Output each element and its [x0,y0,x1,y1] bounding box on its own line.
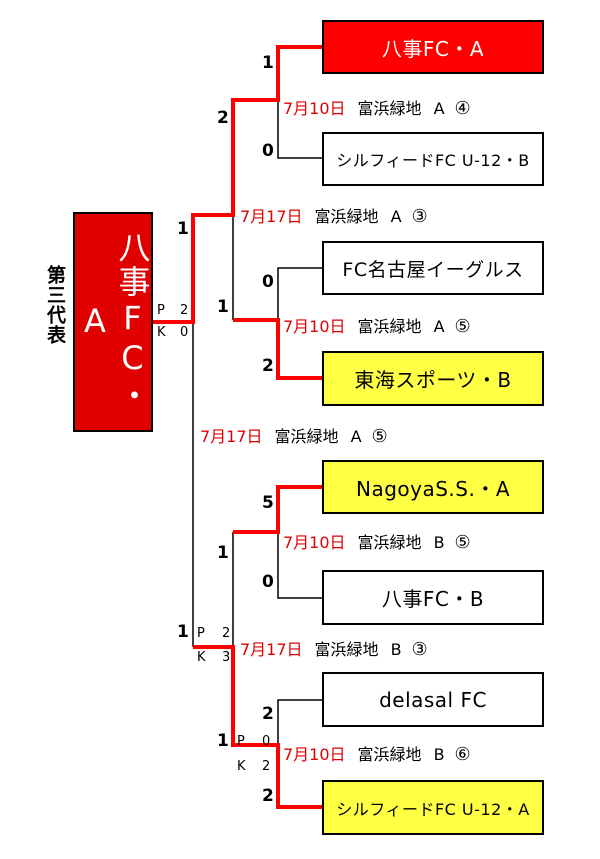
score-r1-m1-top: 1 [262,53,274,73]
team-box-fc-nagoya-eagles: FC名古屋イーグルス [322,241,544,295]
score-r2-m1-bot: 1 [217,297,229,317]
score-r1-m2-top: 0 [262,272,274,292]
score-r2-m1-top: 2 [217,108,229,128]
match-venue: 富浜緑地 [314,207,379,226]
line-yagoto-b [277,532,322,599]
match-court: A [433,317,445,336]
match-date: 7月10日 [283,533,346,552]
pk-final-k: K [157,325,166,340]
match-venue: 富浜緑地 [357,745,422,764]
line-delasal [277,699,322,745]
match-number: ③ [411,639,428,660]
team-box-tokai-sports-b: 東海スポーツ・B [322,351,544,406]
pk-r1-m4-k: K [237,759,246,774]
match-date: 7月10日 [283,99,346,118]
score-r2-m2-bot: 1 [217,731,229,751]
match-number: ⑤ [371,426,388,447]
match-venue: 富浜緑地 [274,427,339,446]
pk-semi2-top: 2 [222,626,231,641]
match-court: A [433,99,445,118]
match-venue: 富浜緑地 [357,317,422,336]
pk-final-p: P [157,303,165,318]
score-r1-m3-top: 5 [262,493,274,513]
match-court: A [390,207,402,226]
score-final-bot: 1 [177,622,189,642]
pk-semi2-bot: 3 [222,650,231,665]
team-box-nagoya-ss-a: NagoyaS.S.・A [322,460,544,514]
match-date: 7月17日 [240,640,303,659]
score-r1-m2-bot: 2 [262,356,274,376]
match-number: ⑥ [454,744,471,765]
match-venue: 富浜緑地 [357,99,422,118]
champion-box: 八事FC・A [73,212,153,432]
match-court: B [433,533,445,552]
match-number: ③ [411,206,428,227]
team-box-shilfeed-a: シルフィードFC U-12・A [322,780,544,835]
score-r1-m3-bot: 0 [262,572,274,592]
score-final-top: 1 [177,219,189,239]
match-number: ⑤ [454,532,471,553]
score-r1-m1-bot: 0 [262,141,274,161]
pk-r1-m4-p: P [237,734,245,749]
match-court: B [433,745,445,764]
match-date: 7月10日 [283,745,346,764]
team-box-yagoto-b: 八事FC・B [322,570,544,625]
match-court: B [390,640,402,659]
score-r2-m2-top: 1 [217,543,229,563]
match-date: 7月17日 [240,207,303,226]
match-number: ⑤ [454,316,471,337]
team-box-delasal: delasal FC [322,672,544,727]
win-line-shilfeed-a [193,645,322,809]
win-line-yagoto-a [153,45,322,324]
match-date: 7月17日 [200,427,263,446]
pk-r1-m4-top: 0 [262,734,271,749]
pk-semi2-k: K [197,650,206,665]
win-line-tokai [233,318,322,380]
match-date: 7月10日 [283,317,346,336]
pk-final-bot: 0 [180,325,189,340]
win-line-nagoya-ss [233,485,322,534]
match-venue: 富浜緑地 [357,533,422,552]
line-fc-nagoya [277,267,322,320]
team-box-yagoto-a: 八事FC・A [322,20,544,74]
score-r1-m4-bot: 2 [262,786,274,806]
match-court: A [350,427,362,446]
pk-final-top: 2 [180,303,189,318]
representative-label: 第三代表 [44,265,66,345]
line-shilfeed-b [277,100,322,159]
pk-r1-m4-bot: 2 [262,759,271,774]
score-r1-m4-top: 2 [262,704,274,724]
pk-semi2-p: P [197,626,205,641]
team-box-shilfeed-b: シルフィードFC U-12・B [322,132,544,186]
match-venue: 富浜緑地 [314,640,379,659]
match-number: ④ [454,98,471,119]
